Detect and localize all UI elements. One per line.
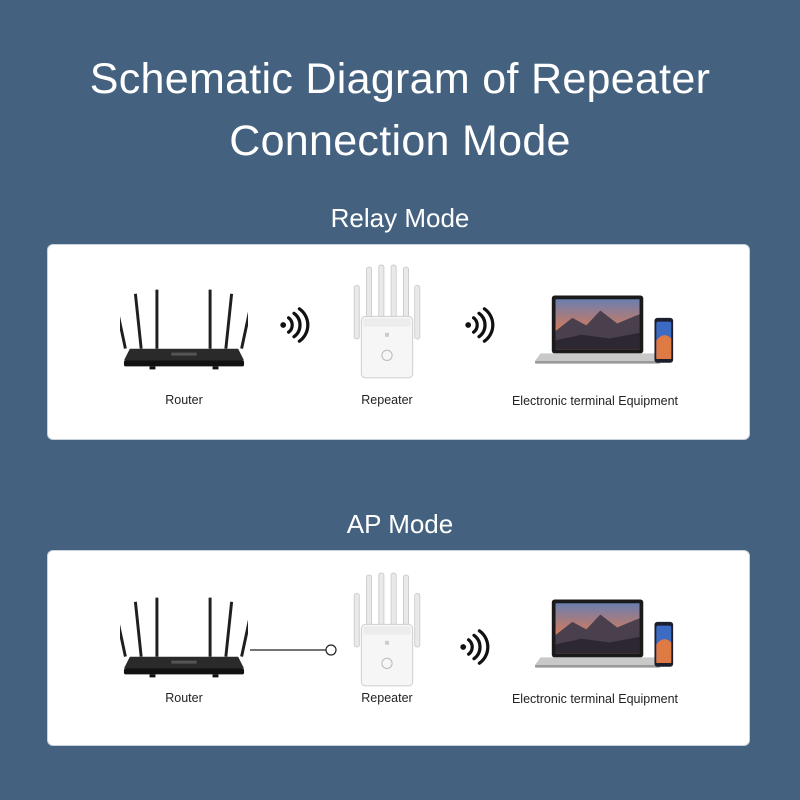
wired-connection-line bbox=[250, 644, 337, 656]
relay-router-label: Router bbox=[165, 393, 203, 407]
wifi-signal-icon bbox=[276, 307, 312, 343]
relay-mode-panel: Router Repeater Electronic terminal Equi… bbox=[47, 244, 750, 440]
router-icon bbox=[120, 285, 248, 375]
relay-repeater-label: Repeater bbox=[361, 393, 413, 407]
ap-mode-panel: Router Repeater Electronic terminal Equi… bbox=[47, 550, 750, 746]
ap-terminal-label: Electronic terminal Equipment bbox=[511, 692, 679, 706]
relay-terminal-label: Electronic terminal Equipment bbox=[511, 394, 679, 408]
repeater-icon bbox=[351, 571, 423, 689]
page-title: Schematic Diagram of Repeater Connection… bbox=[0, 48, 800, 172]
wifi-signal-icon bbox=[456, 629, 492, 665]
relay-mode-title: Relay Mode bbox=[330, 203, 470, 233]
ap-repeater-label: Repeater bbox=[361, 691, 413, 705]
ap-mode-title: AP Mode bbox=[346, 509, 454, 539]
wifi-signal-icon bbox=[461, 307, 497, 343]
title-line-2: Connection Mode bbox=[229, 117, 571, 165]
laptop-phone-icon bbox=[535, 293, 675, 369]
title-line-1: Schematic Diagram of Repeater bbox=[89, 55, 711, 103]
repeater-icon bbox=[351, 263, 423, 381]
router-icon bbox=[120, 593, 248, 683]
laptop-phone-icon bbox=[535, 597, 675, 673]
ap-router-label: Router bbox=[165, 691, 203, 705]
